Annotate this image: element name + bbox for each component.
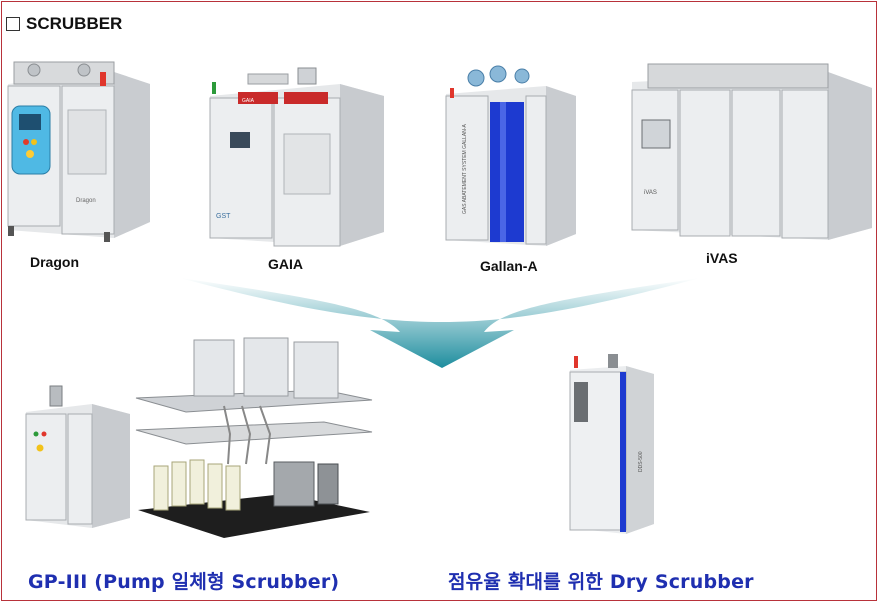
caption-dry-scrubber: 점유율 확대를 위한 Dry Scrubber [448,571,754,593]
section-heading-text: SCRUBBER [26,14,123,33]
section-heading: SCRUBBER [6,14,122,34]
arrow-down-icon [180,278,700,368]
gp3-installation-diagram [135,337,373,538]
gallan-a-machine-image: GAS ABATEMENT SYSTEM GALLAN-A [445,65,576,246]
dragon-logo-text: Dragon [76,198,96,204]
checkbox-icon [6,17,20,31]
gaia-logo-text: GST [216,213,231,220]
product-label-gallan-a: Gallan-A [480,258,538,274]
dry-scrubber-side-text: DDS-500 [638,451,644,472]
gaia-panel-text: GAIA [242,98,255,104]
caption-gp3: GP-III (Pump 일체형 Scrubber) [28,571,340,593]
gallan-side-text: GAS ABATEMENT SYSTEM GALLAN-A [462,123,468,214]
ivas-badge-text: iVAS [644,190,657,196]
gaia-machine-image: GST GAIA [209,67,384,247]
dragon-machine-image: Dragon [7,61,150,242]
gp3-machine-image [25,385,130,528]
product-label-gaia: GAIA [268,256,303,272]
ivas-machine-image: iVAS [631,63,872,240]
dry-scrubber-image: DDS-500 [569,354,654,534]
product-label-dragon: Dragon [30,254,79,270]
product-label-ivas: iVAS [706,250,738,266]
